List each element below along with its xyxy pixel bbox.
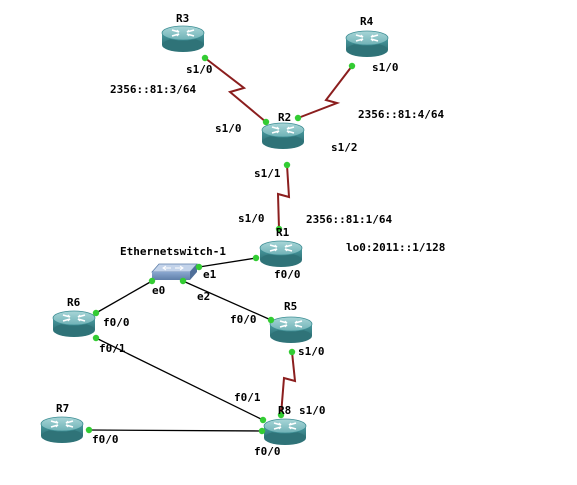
router-r8[interactable] [263,418,307,446]
port-label-sw-e0: e0 [152,284,165,297]
link-sw-r6[interactable] [95,280,153,314]
port-label-r3-s10: s1/0 [186,63,213,76]
port-dot-r2-s12[interactable] [294,114,302,122]
port-label-r8-f01: f0/1 [234,391,261,404]
port-dot-r4-s10[interactable] [348,62,356,70]
router-icon [52,310,96,338]
links [88,57,353,432]
interface-labels: s1/0 s1/0 s1/0 s1/2 s1/1 s1/0 f0/0 e1 e0… [92,61,399,458]
port-label-r1-s10: s1/0 [238,212,265,225]
link-r2-r1[interactable] [276,164,291,230]
port-label-r5-f00: f0/0 [230,313,257,326]
device-name-r6: R6 [67,296,81,309]
device-name-r4: R4 [360,15,374,28]
address-r4: 2356::81:4/64 [358,108,444,121]
router-r4[interactable] [345,30,389,58]
link-sw-r5[interactable] [182,280,272,321]
port-label-r1-f00: f0/0 [274,268,301,281]
address-r1-loopback: lo0:2011::1/128 [346,241,445,254]
port-dot-sw-e2[interactable] [179,277,187,285]
port-dot-r7-f00[interactable] [85,426,93,434]
port-label-sw-e1: e1 [203,268,217,281]
device-names: R3 R4 R2 R1 Ethernetswitch-1 R6 R5 R7 R8 [56,12,374,417]
port-label-r2-s12: s1/2 [331,141,358,154]
port-label-r7-f00: f0/0 [92,433,119,446]
port-dot-sw-e0[interactable] [148,277,156,285]
port-dot-r2-s10[interactable] [262,118,270,126]
device-name-r2: R2 [278,111,291,124]
port-label-r2-s10: s1/0 [215,122,242,135]
port-dot-r3-s10[interactable] [201,54,209,62]
port-label-r5-s10: s1/0 [298,345,325,358]
port-label-r6-f00: f0/0 [103,316,130,329]
port-dot-r8-f00[interactable] [258,427,266,435]
ethernet-switch-1[interactable] [151,263,198,280]
port-dot-r6-f01[interactable] [92,334,100,342]
port-label-r6-f01: f0/1 [99,342,126,355]
router-icon [263,418,307,446]
link-r4-r2[interactable] [297,65,353,119]
address-r1: 2356::81:1/64 [306,213,392,226]
router-r3[interactable] [161,25,205,53]
ethernet-switch-icon [151,263,198,280]
port-dots [85,54,356,435]
router-r5[interactable] [269,316,313,344]
device-name-switch: Ethernetswitch-1 [120,245,226,258]
router-icon [259,240,303,268]
port-label-r2-s11: s1/1 [254,167,281,180]
port-dot-r6-f00[interactable] [92,309,100,317]
address-r3: 2356::81:3/64 [110,83,196,96]
link-r5-r8[interactable] [280,351,297,416]
router-r7[interactable] [40,416,84,444]
port-label-r4-s10: s1/0 [372,61,399,74]
router-icon [40,416,84,444]
router-r2[interactable] [261,122,305,150]
address-annotations: 2356::81:3/64 2356::81:4/64 2356::81:1/6… [110,83,445,254]
router-icon [345,30,389,58]
port-dot-r5-f00[interactable] [267,316,275,324]
port-dot-r8-s10[interactable] [277,411,285,419]
router-r1[interactable] [259,240,303,268]
port-label-sw-e2: e2 [197,290,210,303]
link-r7-r8[interactable] [88,429,263,432]
port-label-r8-f00: f0/0 [254,445,281,458]
port-dot-r5-s10[interactable] [288,348,296,356]
device-name-r8: R8 [278,404,291,417]
link-r3-r2[interactable] [204,57,267,123]
link-r6-r8[interactable] [95,337,264,421]
port-dot-r8-f01[interactable] [259,416,267,424]
device-name-r3: R3 [176,12,189,25]
device-name-r1: R1 [276,226,290,239]
port-dot-r2-s11[interactable] [283,161,291,169]
router-icon [269,316,313,344]
link-r1-sw[interactable] [198,257,257,268]
device-name-r5: R5 [284,300,297,313]
port-dot-r1-s10[interactable] [275,225,283,233]
router-r6[interactable] [52,310,96,338]
router-icon [161,25,205,53]
port-dot-r1-f00[interactable] [252,254,260,262]
device-name-r7: R7 [56,402,69,415]
port-dot-sw-e1[interactable] [195,263,203,271]
port-label-r8-s10: s1/0 [299,404,326,417]
router-icon [261,122,305,150]
